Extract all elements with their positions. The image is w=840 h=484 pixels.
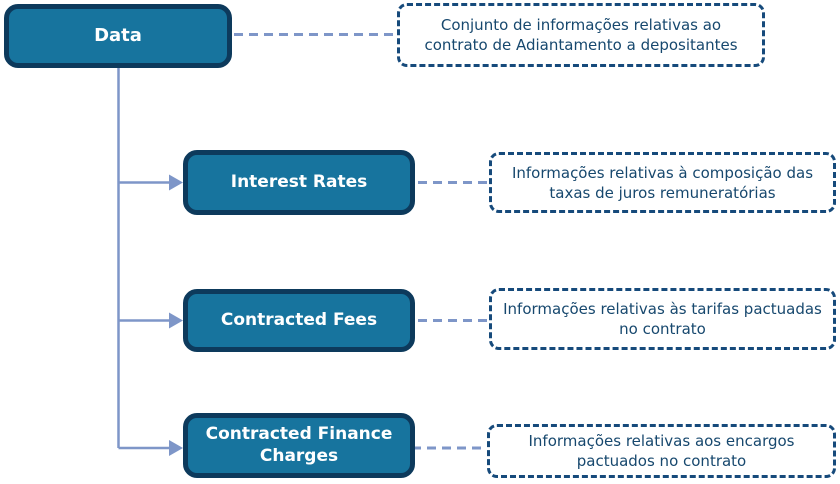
node-data: Data [4,4,232,68]
note-data: Conjunto de informações relativas ao con… [397,3,765,67]
arrow-icon [169,440,183,456]
arrow-icon [169,174,183,191]
arrow-icon [169,312,183,329]
note-contracted-fees: Informações relativas às tarifas pactuad… [489,288,836,350]
note-interest-rates: Informações relativas à composição das t… [489,152,836,213]
node-interest-rates: Interest Rates [183,150,415,215]
node-contracted-fees: Contracted Fees [183,289,415,352]
node-contracted-finance-charges: Contracted Finance Charges [183,413,415,478]
note-contracted-finance-charges: Informações relativas aos encargos pactu… [487,424,836,478]
